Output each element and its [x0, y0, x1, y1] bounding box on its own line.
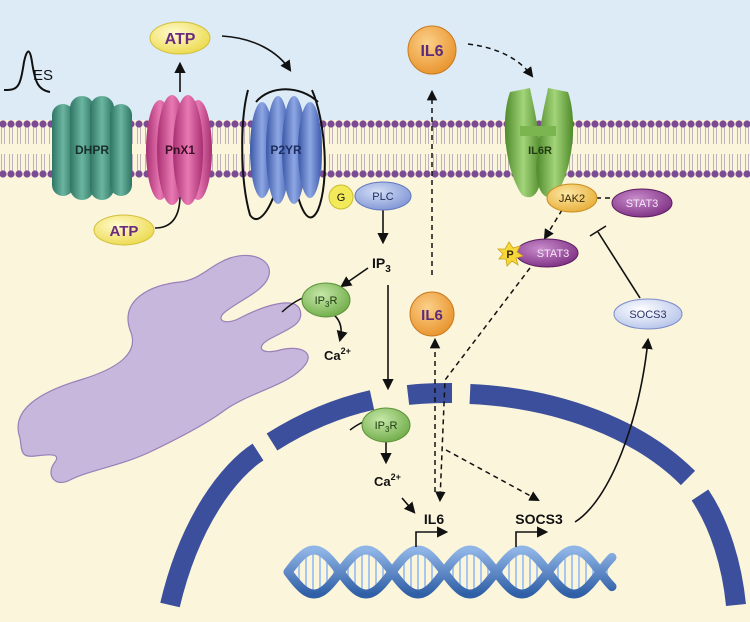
socs3-protein — [613, 298, 683, 330]
pannexin-1-channel — [146, 95, 212, 205]
il6r-label: IL6R — [528, 145, 552, 157]
atp-intracellular — [93, 214, 155, 246]
dhpr-label: DHPR — [75, 143, 109, 157]
atp-intracellular-label: ATP — [110, 223, 139, 240]
pathway-arrows — [154, 35, 653, 547]
ip3r-nucleus-label: IP3R — [375, 420, 398, 434]
atp-extracellular — [149, 21, 211, 55]
il6-extracellular-label: IL6 — [420, 43, 443, 60]
ip3r-er-label: IP3R — [315, 295, 338, 309]
jak2-label: JAK2 — [559, 193, 585, 205]
nuclear-envelope — [160, 383, 746, 608]
p2y-receptor — [241, 88, 326, 220]
g-protein — [328, 184, 354, 210]
ip3-label: IP3 — [372, 255, 391, 275]
socs3-protein-label: SOCS3 — [629, 309, 666, 321]
plc-enzyme — [354, 181, 412, 211]
electrical-stimulus-icon — [3, 50, 51, 93]
il6-cytoplasm-label: IL6 — [421, 307, 443, 324]
pnx1-label: PnX1 — [165, 143, 195, 157]
phospho-stat3-label: STAT3 — [537, 248, 570, 260]
phosphate-label: P — [506, 249, 513, 261]
socs3-gene-label: SOCS3 — [515, 511, 563, 527]
phosphate-star-icon — [497, 241, 524, 267]
calcium-er-label: Ca2+ — [324, 346, 351, 363]
atp-extracellular-label: ATP — [165, 31, 196, 48]
il6-extracellular — [407, 25, 457, 75]
extracellular-space — [0, 0, 750, 120]
stat3-label: STAT3 — [626, 198, 659, 210]
dashed-arrows — [426, 43, 610, 503]
dhpr-channel — [52, 96, 132, 200]
il6-gene-label: IL6 — [424, 511, 444, 527]
stat3 — [611, 188, 673, 218]
ip3r-nucleus — [361, 407, 411, 443]
plc-label: PLC — [372, 191, 393, 203]
jak2-kinase — [546, 183, 598, 213]
calcium-nucleus-label: Ca2+ — [374, 472, 401, 489]
es-label: ES — [33, 67, 53, 84]
g-protein-label: G — [337, 192, 346, 204]
endoplasmic-reticulum — [17, 254, 309, 483]
il6-receptor — [504, 88, 574, 198]
dna-helix — [283, 545, 617, 599]
p2yr-label: P2YR — [270, 143, 302, 157]
ip3r-er — [301, 282, 351, 318]
il6-cytoplasm — [409, 291, 455, 337]
